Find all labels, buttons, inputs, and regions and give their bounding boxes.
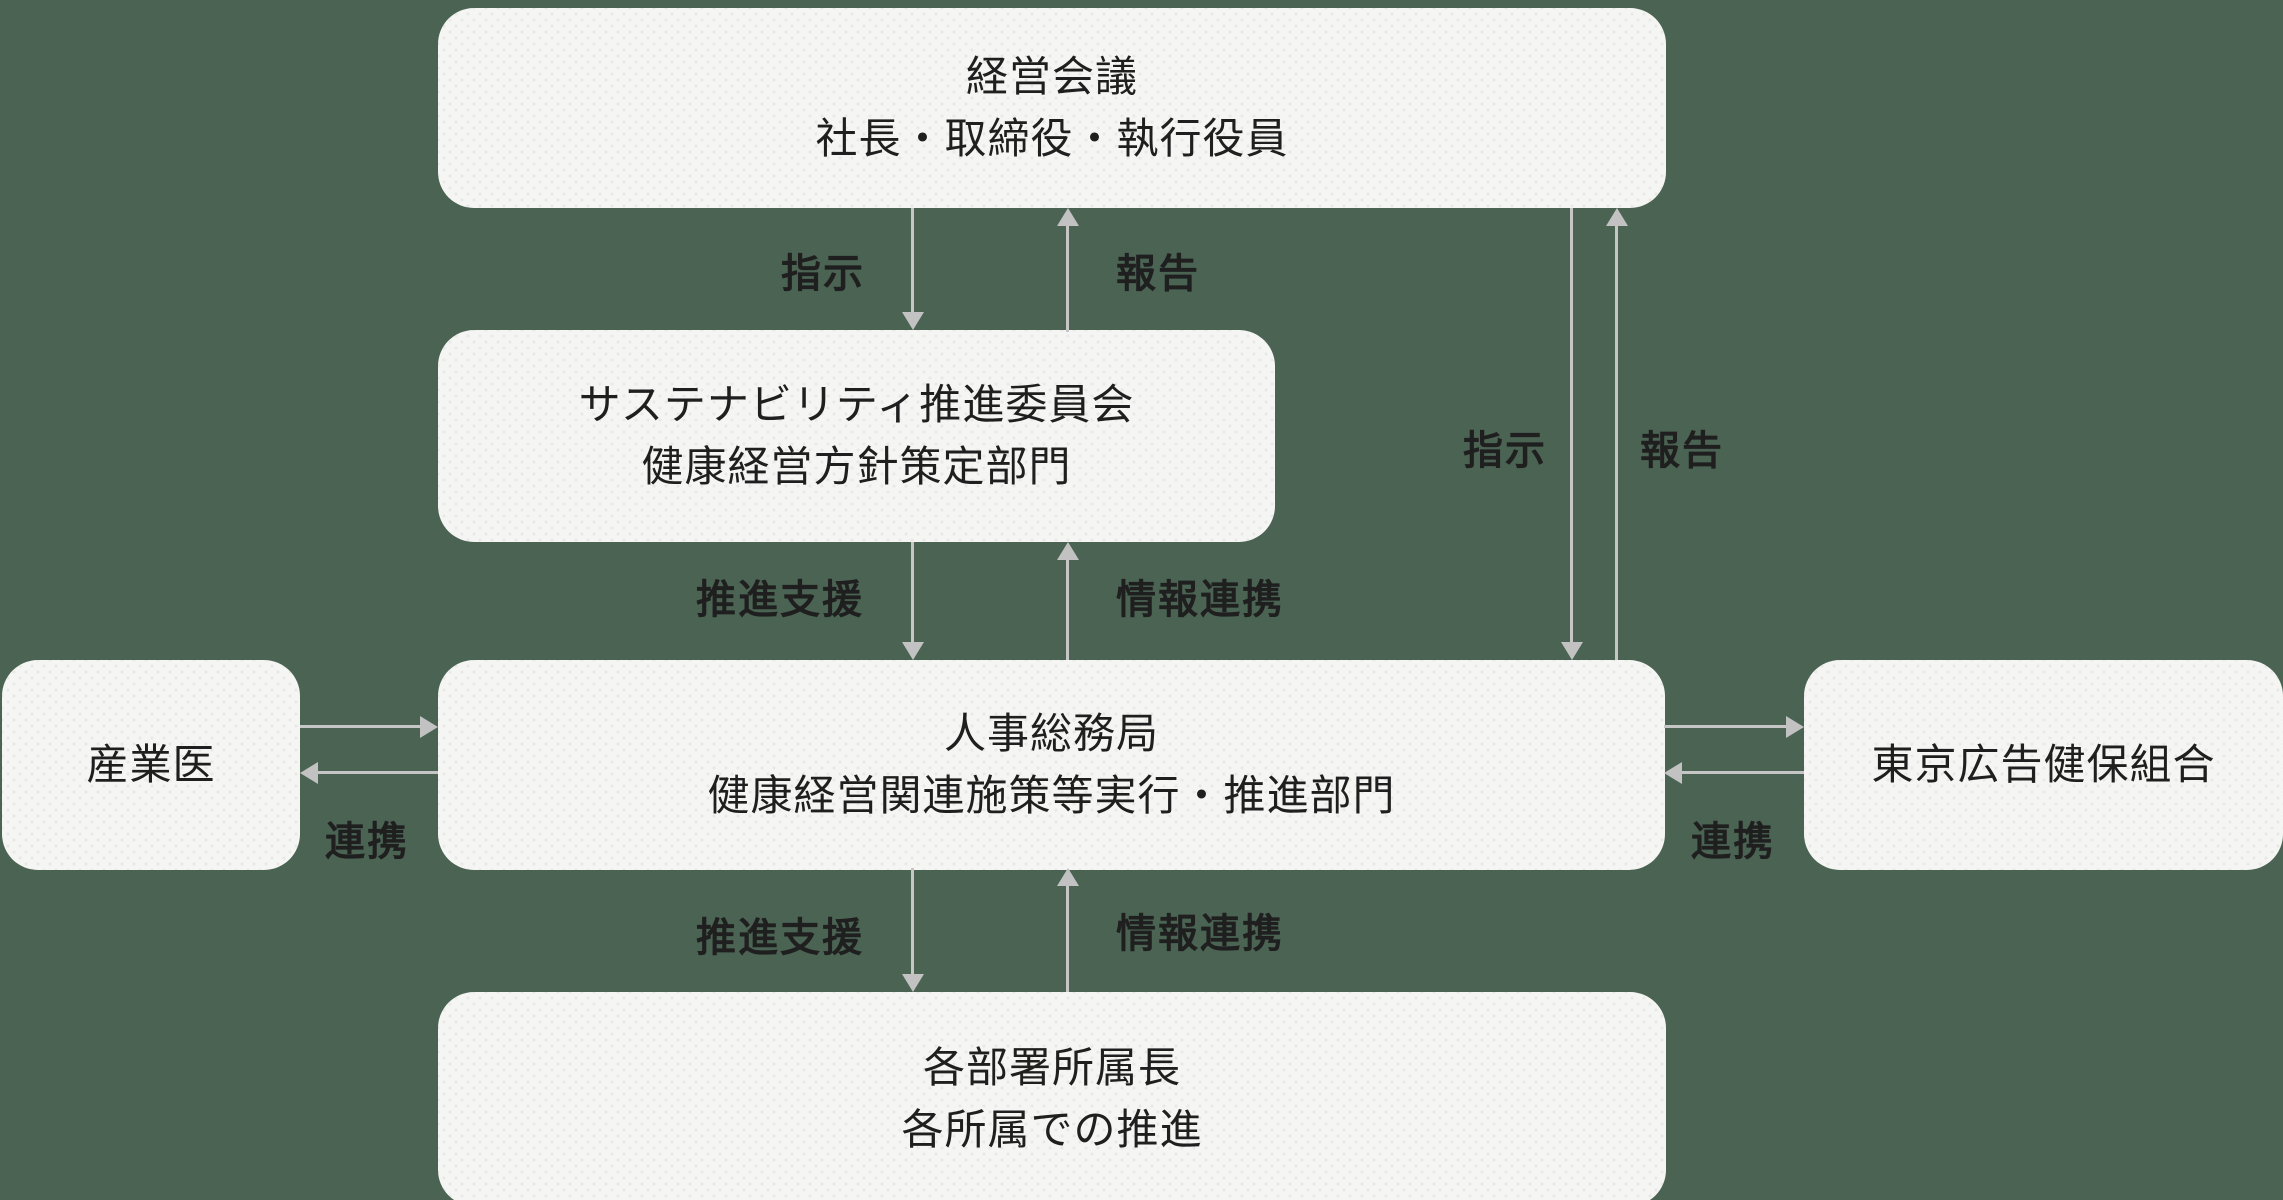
edge-label-info-collab-upper: 情報連携 — [1116, 578, 1284, 622]
arrow-insurance-to-hr-head-icon — [1664, 762, 1682, 784]
node-sustainability-line2: 健康経営方針策定部門 — [641, 443, 1072, 490]
node-hr-line1: 人事総務局 — [943, 710, 1159, 757]
edge-label-report-top: 報告 — [1116, 252, 1200, 296]
arrow-instruction-long-head-icon — [1561, 642, 1583, 660]
arrow-promotion-support-upper-head-icon — [902, 642, 924, 660]
arrow-report-top-line — [1066, 226, 1069, 332]
arrow-info-collab-upper-line — [1066, 560, 1069, 660]
arrow-physician-to-hr-head-icon — [420, 716, 438, 738]
arrow-insurance-to-hr-line — [1682, 771, 1804, 774]
node-management-line2: 社長・取締役・執行役員 — [815, 115, 1289, 162]
node-departments-line1: 各部署所属長 — [922, 1044, 1181, 1091]
node-insurance-label: 東京広告健保組合 — [1871, 741, 2216, 788]
arrow-promotion-support-upper-line — [911, 542, 914, 642]
edge-label-instruction-top: 指示 — [781, 252, 865, 296]
node-health-insurance-union: 東京広告健保組合 — [1804, 660, 2283, 870]
node-sustainability-committee: サステナビリティ推進委員会 健康経営方針策定部門 — [438, 330, 1275, 542]
arrow-hr-to-insurance-head-icon — [1786, 716, 1804, 738]
arrow-instruction-top-head-icon — [902, 312, 924, 330]
arrow-instruction-long-line — [1570, 208, 1573, 642]
arrow-physician-to-hr-line — [300, 725, 420, 728]
node-industrial-physician: 産業医 — [2, 660, 300, 870]
node-department-heads: 各部署所属長 各所属での推進 — [438, 992, 1666, 1200]
arrow-hr-to-insurance-line — [1664, 725, 1786, 728]
arrow-info-collab-lower-line — [1066, 886, 1069, 992]
arrow-instruction-top-line — [911, 208, 914, 312]
edge-label-promotion-support-upper: 推進支援 — [696, 578, 864, 622]
arrow-hr-to-physician-head-icon — [300, 762, 318, 784]
edge-label-promotion-support-lower: 推進支援 — [696, 916, 864, 960]
edge-label-instruction-long: 指示 — [1463, 429, 1547, 473]
arrow-report-top-head-icon — [1057, 208, 1079, 226]
arrow-info-collab-upper-head-icon — [1057, 542, 1079, 560]
arrow-report-long-head-icon — [1606, 208, 1628, 226]
edge-label-collaboration-right: 連携 — [1691, 820, 1775, 864]
node-hr-line2: 健康経営関連施策等実行・推進部門 — [707, 772, 1396, 819]
edge-label-info-collab-lower: 情報連携 — [1116, 912, 1284, 956]
node-hr-general-affairs: 人事総務局 健康経営関連施策等実行・推進部門 — [438, 660, 1665, 870]
node-management-meeting: 経営会議 社長・取締役・執行役員 — [438, 8, 1666, 208]
arrow-promotion-support-lower-head-icon — [902, 974, 924, 992]
edge-label-collaboration-left: 連携 — [325, 820, 409, 864]
node-sustainability-line1: サステナビリティ推進委員会 — [578, 381, 1135, 428]
edge-label-report-long: 報告 — [1640, 429, 1724, 473]
arrow-report-long-line — [1615, 226, 1618, 660]
arrow-info-collab-lower-head-icon — [1057, 868, 1079, 886]
node-departments-line2: 各所属での推進 — [901, 1106, 1203, 1153]
arrow-hr-to-physician-line — [318, 771, 438, 774]
node-physician-label: 産業医 — [86, 741, 216, 788]
arrow-promotion-support-lower-line — [911, 868, 914, 974]
node-management-line1: 経営会議 — [965, 53, 1138, 100]
